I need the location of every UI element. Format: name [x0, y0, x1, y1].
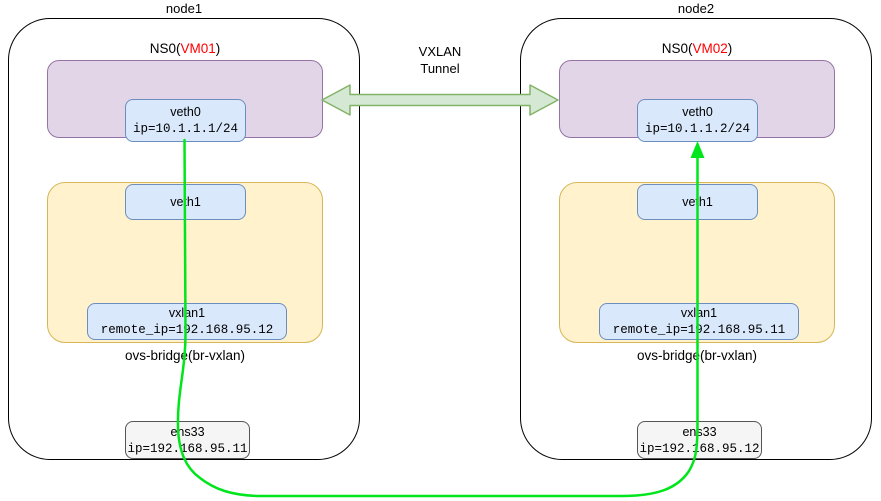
interface-name: veth0 [682, 105, 713, 119]
ns-prefix: NS0( [149, 41, 181, 56]
ns-suffix: ) [215, 41, 221, 56]
interface-name: vxlan1 [168, 306, 206, 320]
node1-title: node1 [165, 1, 203, 16]
interface-name: veth1 [682, 195, 713, 209]
node2-veth1-box: veth1 [637, 184, 758, 220]
interface-name: ens33 [682, 424, 717, 439]
node1-veth0-box: veth0 ip=10.1.1.1/24 [125, 99, 246, 142]
node1-border: NS0(VM01) ovs-bridge(br-vxlan) veth0 ip=… [8, 18, 360, 460]
interface-name: veth1 [170, 195, 201, 209]
interface-ip: ip=192.168.95.11 [127, 441, 248, 456]
node2-group: node2 NS0(VM02) ovs-bridge(br-vxlan) vet… [520, 1, 872, 461]
node2-bridge-label: ovs-bridge(br-vxlan) [636, 348, 758, 363]
interface-remote-ip: remote_ip=192.168.95.11 [612, 323, 786, 337]
interface-name: veth0 [170, 105, 201, 119]
node2-veth0-box: veth0 ip=10.1.1.2/24 [637, 99, 758, 142]
node1-ens33-box: ens33 ip=192.168.95.11 [125, 421, 250, 459]
node2-title: node2 [677, 1, 715, 16]
node1-veth1-box: veth1 [125, 184, 246, 220]
node1-group: node1 NS0(VM01) ovs-bridge(br-vxlan) vet… [8, 1, 360, 461]
interface-ip: ip=192.168.95.12 [639, 441, 760, 456]
node1-bridge-label: ovs-bridge(br-vxlan) [124, 348, 246, 363]
interface-ip: ip=10.1.1.2/24 [644, 122, 751, 136]
node1-vxlan1-box: vxlan1 remote_ip=192.168.95.12 [87, 303, 287, 340]
node2-ens33-box: ens33 ip=192.168.95.12 [637, 421, 762, 459]
ns-prefix: NS0( [661, 41, 693, 56]
interface-ip: ip=10.1.1.1/24 [132, 122, 239, 136]
tunnel-label-line2: Tunnel [420, 61, 460, 76]
node2-border: NS0(VM02) ovs-bridge(br-vxlan) veth0 ip=… [520, 18, 872, 460]
interface-remote-ip: remote_ip=192.168.95.12 [100, 323, 274, 337]
vm-name: VM02 [692, 41, 728, 56]
node1-namespace-label: NS0(VM01) [47, 40, 323, 57]
interface-name: vxlan1 [680, 306, 718, 320]
node2-vxlan1-box: vxlan1 remote_ip=192.168.95.11 [599, 303, 799, 340]
vxlan-tunnel-label: VXLAN Tunnel [380, 43, 500, 77]
ns-suffix: ) [727, 41, 733, 56]
tunnel-label-line1: VXLAN [418, 44, 462, 59]
interface-name: ens33 [170, 424, 205, 439]
vm-name: VM01 [180, 41, 216, 56]
node2-namespace-label: NS0(VM02) [559, 40, 835, 57]
